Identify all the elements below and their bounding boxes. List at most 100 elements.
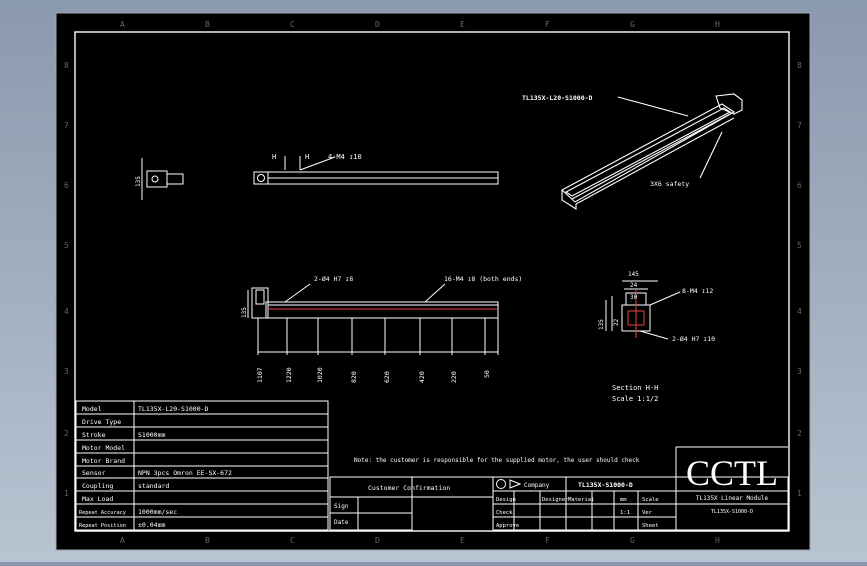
zone-letter: E bbox=[460, 20, 465, 29]
zone-letters-bottom: A B C D E F G H bbox=[120, 536, 720, 545]
leader-line bbox=[284, 283, 311, 303]
drawing-sheet bbox=[55, 12, 811, 551]
zone-number: 1 bbox=[797, 489, 802, 498]
zone-letter: D bbox=[375, 536, 380, 545]
dim-h-label: H bbox=[272, 153, 276, 161]
front-view-carriage bbox=[251, 287, 269, 319]
spec-value: NPN 3pcs Omron EE-SX-672 bbox=[138, 469, 232, 477]
zone-number: 5 bbox=[64, 241, 69, 250]
tap-callout: 8-M4 ↧12 bbox=[682, 287, 713, 295]
customer-confirm-box[interactable]: Customer Confirmation Sign Date bbox=[329, 476, 493, 531]
zone-letter: A bbox=[120, 20, 125, 29]
zone-letter: A bbox=[120, 536, 125, 545]
dim-text: 50 bbox=[483, 370, 491, 378]
dim-text: 24 bbox=[630, 282, 638, 289]
top-view-hole bbox=[257, 174, 265, 182]
zone-letters-top: A B C D E F G H bbox=[120, 20, 720, 29]
front-view-motor bbox=[255, 289, 265, 305]
zone-letter: B bbox=[205, 536, 210, 545]
front-view[interactable]: 2-Ø4 H7 ↧8 16-M4 ↧8 (both ends) 135 1107… bbox=[241, 275, 522, 383]
dim-text: 30 bbox=[630, 294, 638, 301]
version-label: Ver bbox=[642, 510, 653, 516]
cctl-logo: CCTL bbox=[686, 453, 778, 493]
zone-number: 4 bbox=[797, 307, 802, 316]
dim-extension-lines bbox=[257, 318, 499, 355]
leader-line bbox=[617, 96, 689, 117]
end-view[interactable]: 135 bbox=[135, 158, 184, 200]
dim-text: 135 bbox=[241, 307, 248, 318]
approve-label: Approve bbox=[496, 523, 519, 529]
spec-label: Sensor bbox=[82, 469, 106, 477]
spec-label: Model bbox=[82, 405, 102, 413]
zone-letter: F bbox=[545, 20, 550, 29]
company-logo-icon bbox=[496, 479, 506, 489]
unit-value: mm bbox=[620, 497, 627, 503]
zone-letter: G bbox=[630, 20, 635, 29]
spec-label: Drive Type bbox=[82, 418, 121, 426]
leader-line bbox=[299, 156, 336, 171]
leader-line bbox=[649, 291, 681, 306]
title-block[interactable]: Company TL135X-S1000-D Design Check Appr… bbox=[492, 446, 789, 531]
spec-value: TL135X-L20-S1000-D bbox=[138, 405, 209, 413]
spec-value: standard bbox=[138, 482, 169, 490]
zone-number: 5 bbox=[797, 241, 802, 250]
iso-motor bbox=[715, 93, 743, 115]
confirm-date-label: Date bbox=[334, 519, 349, 526]
model-callout: TL135X-L20-S1000-D bbox=[522, 94, 593, 102]
pin-callout: 2-Ø4 H7 ↧10 bbox=[672, 335, 715, 343]
zone-letter: E bbox=[460, 536, 465, 545]
drawing-number: TL135X-S1000-D bbox=[578, 481, 633, 489]
dim-text: 820 bbox=[350, 371, 358, 383]
zone-letter: H bbox=[715, 536, 720, 545]
zone-number: 6 bbox=[64, 181, 69, 190]
zone-letter: C bbox=[290, 536, 295, 545]
scale-label: Scale bbox=[642, 497, 659, 503]
zone-number: 2 bbox=[64, 429, 69, 438]
dim-text: 1020 bbox=[316, 367, 324, 383]
dim-text: 420 bbox=[418, 371, 426, 383]
dim-text: 620 bbox=[383, 371, 391, 383]
zone-letter: H bbox=[715, 20, 720, 29]
zone-numbers-right: 8 7 6 5 4 3 2 1 bbox=[797, 61, 802, 498]
zone-numbers-left: 8 7 6 5 4 3 2 1 bbox=[64, 61, 69, 498]
tap-callout: 4-M4 ↧10 bbox=[328, 153, 362, 161]
zone-number: 7 bbox=[797, 121, 802, 130]
end-view-motor bbox=[166, 173, 184, 185]
leader-line bbox=[699, 131, 723, 179]
designer-label: Designer bbox=[542, 497, 569, 503]
zone-number: 1 bbox=[64, 489, 69, 498]
confirm-title: Customer Confirmation bbox=[368, 484, 450, 492]
spec-label: Motor Brand bbox=[82, 457, 125, 465]
spec-labels: Model Drive Type Stroke Motor Model Moto… bbox=[79, 405, 126, 529]
zone-letter: G bbox=[630, 536, 635, 545]
tap-callout: 16-M4 ↧8 (both ends) bbox=[444, 275, 522, 283]
sheet-label: Sheet bbox=[642, 523, 659, 529]
end-view-hole bbox=[151, 175, 159, 183]
scale-value: 1:1 bbox=[620, 510, 630, 516]
leader-line bbox=[424, 283, 446, 303]
pin-callout: 2-Ø4 H7 ↧8 bbox=[314, 275, 353, 283]
spec-value: ±0.04mm bbox=[138, 521, 165, 529]
spec-row-lines bbox=[76, 413, 328, 518]
top-view[interactable]: H H 4-M4 ↧10 bbox=[253, 153, 499, 185]
leader-line bbox=[639, 330, 669, 340]
spec-table[interactable]: Model Drive Type Stroke Motor Model Moto… bbox=[75, 400, 329, 531]
flag-icon bbox=[509, 479, 522, 489]
section-view[interactable]: 145 24 30 135 22 8-M4 ↧12 2-Ø4 H7 ↧10 Se… bbox=[598, 271, 715, 403]
iso-edge bbox=[571, 113, 731, 200]
dim-text: 22 bbox=[613, 318, 620, 326]
spec-value: S1000mm bbox=[138, 431, 165, 439]
iso-view[interactable]: TL135X-L20-S1000-D 3X6 safety bbox=[522, 93, 743, 211]
company-label: Company bbox=[524, 482, 550, 489]
spec-label: Coupling bbox=[82, 482, 113, 490]
zone-number: 7 bbox=[64, 121, 69, 130]
zone-number: 8 bbox=[797, 61, 802, 70]
section-title: Section H-H bbox=[612, 384, 658, 392]
dim-text: 220 bbox=[450, 371, 458, 383]
dim-h-label: H bbox=[305, 153, 309, 161]
check-label: Check bbox=[496, 510, 513, 516]
spec-value: 1000mm/sec bbox=[138, 508, 177, 516]
zone-number: 2 bbox=[797, 429, 802, 438]
iso-edge bbox=[575, 117, 735, 205]
